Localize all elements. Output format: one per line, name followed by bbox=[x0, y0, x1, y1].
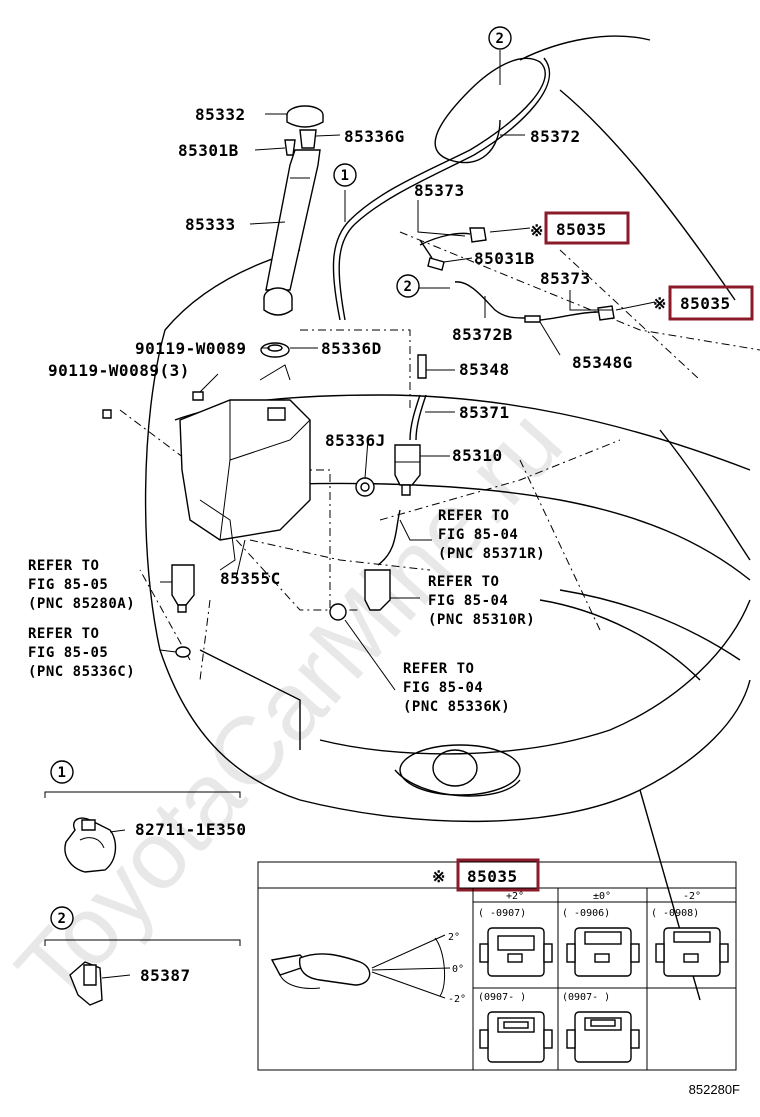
svg-text:FIG 85-05: FIG 85-05 bbox=[28, 645, 108, 661]
connector-plus2-new bbox=[479, 1011, 553, 1063]
label-85336G[interactable]: 85336G bbox=[344, 127, 405, 146]
detail-1: 1 82711-1E350 bbox=[44, 760, 246, 873]
filler-neck-part bbox=[263, 149, 321, 316]
label-85035-a[interactable]: 85035 bbox=[556, 220, 607, 239]
date-row1-col2: ( -0906) bbox=[562, 908, 610, 919]
svg-text:(PNC 85310R): (PNC 85310R) bbox=[428, 612, 535, 628]
refer-85336C[interactable]: REFER TO FIG 85-05 (PNC 85336C) bbox=[28, 626, 135, 680]
label-85336D[interactable]: 85336D bbox=[321, 339, 382, 358]
angle-down: -2° bbox=[448, 994, 466, 1005]
label-85332[interactable]: 85332 bbox=[195, 105, 246, 124]
angle-up: 2° bbox=[448, 932, 460, 943]
highlight-85035-a bbox=[544, 211, 630, 245]
svg-text:2: 2 bbox=[496, 31, 505, 47]
col-minus2: -2° bbox=[683, 891, 701, 902]
nozzle-85348-part bbox=[417, 354, 427, 379]
svg-text:FIG 85-04: FIG 85-04 bbox=[438, 527, 518, 543]
hose-85372-part bbox=[332, 57, 551, 321]
label-85336J[interactable]: 85336J bbox=[325, 431, 386, 450]
washer-tank-part bbox=[179, 364, 311, 571]
svg-text:REFER TO: REFER TO bbox=[28, 558, 99, 574]
svg-text:(PNC 85371R): (PNC 85371R) bbox=[438, 546, 545, 562]
label-90119-w0089-3[interactable]: 90119-W0089(3) bbox=[48, 361, 190, 380]
washer-cap-part bbox=[286, 105, 324, 128]
pump-ref-part bbox=[329, 509, 401, 621]
highlight-85035-b bbox=[668, 285, 754, 321]
date-row1-col1: ( -0907) bbox=[478, 908, 526, 919]
label-85348[interactable]: 85348 bbox=[459, 360, 510, 379]
svg-text:FIG 85-04: FIG 85-04 bbox=[428, 593, 508, 609]
leader-lines bbox=[159, 50, 656, 691]
clip-part bbox=[284, 129, 317, 156]
note-mark-a: ※ bbox=[530, 221, 544, 240]
label-85355C[interactable]: 85355C bbox=[220, 569, 281, 588]
label-85333[interactable]: 85333 bbox=[185, 215, 236, 234]
svg-text:1: 1 bbox=[58, 765, 67, 781]
nozzle-85035-parts bbox=[419, 227, 615, 323]
svg-text:2: 2 bbox=[404, 279, 413, 295]
label-85372B[interactable]: 85372B bbox=[452, 325, 513, 344]
detail-2: 2 85387 bbox=[44, 906, 241, 1006]
label-85371[interactable]: 85371 bbox=[459, 403, 510, 422]
label-85373-lower[interactable]: 85373 bbox=[540, 269, 591, 288]
marker-2-callout-mid: 2 bbox=[396, 274, 420, 298]
connector-zero bbox=[566, 927, 640, 977]
svg-text:FIG 85-05: FIG 85-05 bbox=[28, 577, 108, 593]
svg-text:REFER TO: REFER TO bbox=[438, 508, 509, 524]
label-85348G[interactable]: 85348G bbox=[572, 353, 633, 372]
refer-85280A[interactable]: REFER TO FIG 85-05 (PNC 85280A) bbox=[28, 558, 135, 612]
marker-1-callout: 1 bbox=[333, 163, 357, 187]
label-85387[interactable]: 85387 bbox=[140, 966, 191, 985]
label-85373-upper[interactable]: 85373 bbox=[414, 181, 465, 200]
inset-highlight-85035 bbox=[456, 858, 540, 892]
spray-angle-drawing: 2° 0° -2° bbox=[270, 932, 466, 1005]
refer-85310R[interactable]: REFER TO FIG 85-04 (PNC 85310R) bbox=[428, 574, 535, 628]
svg-text:REFER TO: REFER TO bbox=[403, 661, 474, 677]
label-85372[interactable]: 85372 bbox=[530, 127, 581, 146]
refer-85336K[interactable]: REFER TO FIG 85-04 (PNC 85336K) bbox=[403, 661, 510, 715]
pump-85280A-part bbox=[171, 564, 195, 658]
svg-text:(PNC 85336K): (PNC 85336K) bbox=[403, 699, 510, 715]
svg-text:(PNC 85280A): (PNC 85280A) bbox=[28, 596, 135, 612]
date-row2-col1: (0907- ) bbox=[478, 992, 526, 1003]
svg-text:FIG 85-04: FIG 85-04 bbox=[403, 680, 483, 696]
svg-text:(PNC 85336C): (PNC 85336C) bbox=[28, 664, 135, 680]
figure-code: 852280F bbox=[689, 1082, 740, 1097]
bolt-parts bbox=[102, 391, 204, 419]
grommet-85336J-part bbox=[355, 477, 375, 497]
pump-85310-part bbox=[394, 444, 421, 496]
col-plus2: +2° bbox=[506, 891, 524, 902]
label-85301B[interactable]: 85301B bbox=[178, 141, 239, 160]
svg-text:2: 2 bbox=[58, 911, 67, 927]
label-90119-w0089[interactable]: 90119-W0089 bbox=[135, 339, 246, 358]
svg-text:REFER TO: REFER TO bbox=[28, 626, 99, 642]
svg-text:REFER TO: REFER TO bbox=[428, 574, 499, 590]
inset-85035-table: ※ 85035 2° 0° -2° +2° ±0° -2° ( -0907) (… bbox=[257, 858, 737, 1071]
grommet-85336D-part bbox=[260, 342, 290, 358]
date-row1-col3: ( -0908) bbox=[651, 908, 699, 919]
inset-note-mark: ※ bbox=[432, 867, 446, 886]
label-82711-1E350[interactable]: 82711-1E350 bbox=[135, 820, 246, 839]
connector-zero-new bbox=[566, 1011, 640, 1063]
label-85035-b[interactable]: 85035 bbox=[680, 294, 731, 313]
connector-plus2 bbox=[479, 927, 553, 977]
angle-zero: 0° bbox=[452, 964, 464, 975]
label-85310[interactable]: 85310 bbox=[452, 446, 503, 465]
col-zero: ±0° bbox=[593, 891, 611, 902]
inset-title-85035[interactable]: 85035 bbox=[467, 867, 518, 886]
refer-85371R[interactable]: REFER TO FIG 85-04 (PNC 85371R) bbox=[438, 508, 545, 562]
svg-text:1: 1 bbox=[341, 168, 350, 184]
marker-2-callout-top: 2 bbox=[488, 26, 512, 50]
date-row2-col2: (0907- ) bbox=[562, 992, 610, 1003]
note-mark-b: ※ bbox=[653, 294, 667, 313]
label-85031B[interactable]: 85031B bbox=[474, 249, 535, 268]
hose-85371-part bbox=[409, 394, 427, 441]
connector-minus2 bbox=[655, 927, 729, 977]
